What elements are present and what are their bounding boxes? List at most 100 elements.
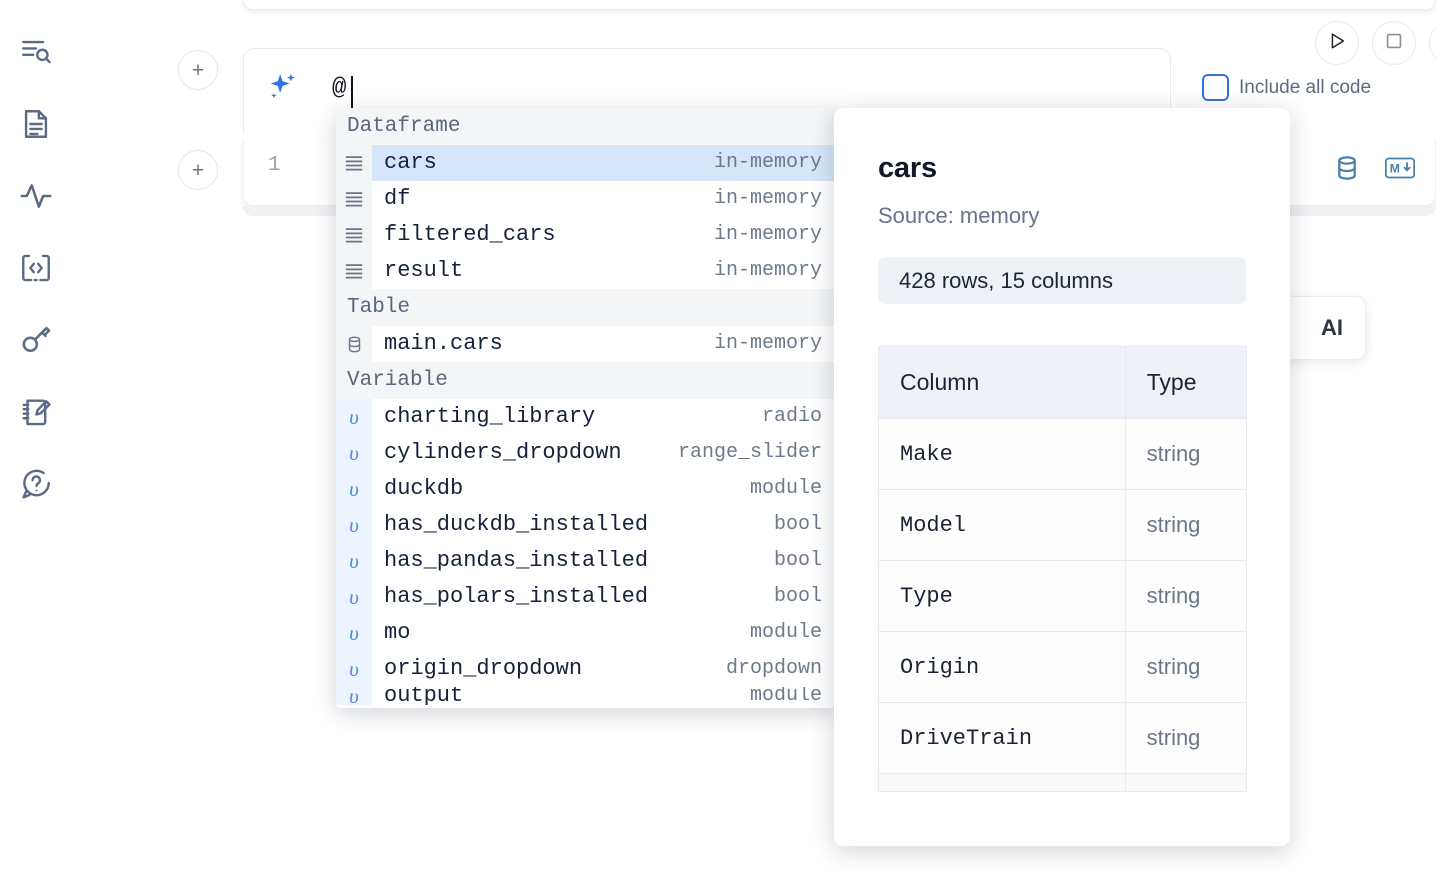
autocomplete-item-meta: in-memory [713,332,822,355]
autocomplete-item[interactable]: result in-memory [336,253,836,289]
doc-column-type [1124,773,1248,792]
secrets-key-icon [19,323,53,357]
autocomplete-item-meta: in-memory [713,259,822,282]
variable-upsilon-icon: υ [336,579,372,615]
sidebar-item-secrets[interactable] [10,304,62,376]
autocomplete-item-name: filtered_cars [384,222,556,247]
autocomplete-item-name: main.cars [384,331,503,356]
activity-pulse-icon [19,179,53,213]
sidebar-item-snippets[interactable] [10,232,62,304]
plus-icon: + [191,58,205,82]
doc-column-name: Origin [878,631,1126,703]
doc-column-type: string [1124,418,1248,490]
previous-cell [243,0,1436,10]
file-explorer-search-icon [19,35,53,69]
sidebar-item-help[interactable] [10,448,62,520]
doc-col-header-column: Column [878,346,1126,419]
autocomplete-item-name: has_pandas_installed [384,548,649,573]
run-cell-button[interactable] [1315,21,1359,65]
autocomplete-item-meta: dropdown [725,657,822,680]
autocomplete-item-meta: bool [773,513,822,536]
sidebar-item-activity[interactable] [10,160,62,232]
doc-title: cars [878,152,937,184]
add-cell-above-button[interactable]: + [178,50,218,90]
autocomplete-item-meta: radio [761,405,822,428]
autocomplete-group-header: Table [336,289,836,326]
autocomplete-item-name: cylinders_dropdown [384,440,622,465]
doc-column-name: DriveTrain [878,702,1126,774]
doc-shape-badge: 428 rows, 15 columns [878,257,1246,304]
autocomplete-item-name: has_duckdb_installed [384,512,649,537]
ai-prompt-input[interactable] [332,75,932,102]
variable-upsilon-icon: υ [336,543,372,579]
autocomplete-item-name: result [384,258,464,283]
database-icon[interactable] [1333,154,1361,187]
more-actions-button[interactable] [1429,21,1436,65]
autocomplete-item-meta: bool [773,549,822,572]
autocomplete-item-name: has_polars_installed [384,584,649,609]
help-question-icon [19,467,53,501]
autocomplete-item-name: df [384,186,411,211]
autocomplete-item-name: charting_library [384,404,596,429]
plus-icon: + [191,158,205,182]
doc-column-type: string [1124,560,1248,632]
sidebar-item-notebook-file[interactable] [10,88,62,160]
play-icon [1326,30,1348,57]
include-all-code-label: Include all code [1239,76,1372,98]
autocomplete-item-name: output [384,687,464,705]
stop-cell-button[interactable] [1372,21,1416,65]
autocomplete-item-meta: module [749,687,822,705]
autocomplete-group-header: Variable [336,362,836,399]
autocomplete-item[interactable]: υ charting_library radio [336,399,836,435]
variable-upsilon-icon: υ [336,507,372,543]
variable-upsilon-icon: υ [336,651,372,687]
autocomplete-item-meta: in-memory [713,145,836,181]
include-all-code-checkbox[interactable] [1202,74,1229,101]
svg-text:M: M [1390,162,1400,176]
autocomplete-item[interactable]: υ origin_dropdown dropdown [336,651,836,687]
autocomplete-item-meta: range_slider [677,441,822,464]
database-icon [336,326,372,362]
autocomplete-item[interactable]: υ has_duckdb_installed bool [336,507,836,543]
autocomplete-item[interactable]: df in-memory [336,181,836,217]
include-all-code-control[interactable]: Include all code [1202,74,1371,101]
autocomplete-item-name: duckdb [384,476,464,501]
cell-toolbar: M [1333,154,1416,187]
autocomplete-item[interactable]: υ has_pandas_installed bool [336,543,836,579]
sidebar-item-explorer[interactable] [10,16,62,88]
autocomplete-item[interactable]: main.cars in-memory [336,326,836,362]
autocomplete-item-name: origin_dropdown [384,656,583,681]
sidebar-item-scratchpad[interactable] [10,376,62,448]
doc-table-header-row: Column Type [878,346,1248,419]
markdown-icon[interactable]: M [1384,157,1416,184]
line-number: 1 [268,154,281,177]
doc-col-header-type: Type [1124,346,1248,419]
autocomplete-item-meta: module [749,477,822,500]
add-cell-below-button[interactable]: + [178,150,218,190]
autocomplete-item-meta: module [749,621,822,644]
table-rows-icon [336,253,372,289]
scratchpad-edit-icon [19,395,53,429]
variable-upsilon-icon: υ [336,399,372,435]
doc-source: Source: memory [878,203,1040,228]
autocomplete-group-header: Dataframe [336,108,836,145]
generate-with-ai-label: AI [1321,315,1343,340]
autocomplete-item-meta: in-memory [713,187,822,210]
sparkles-icon [266,71,300,105]
doc-column-name: Make [878,418,1126,490]
autocomplete-item-name: mo [384,620,411,645]
